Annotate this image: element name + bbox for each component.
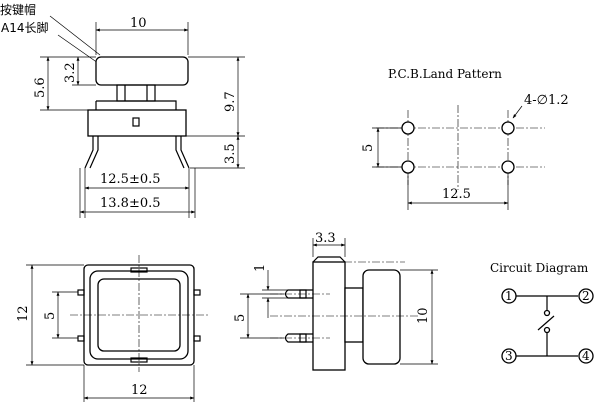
- cap-leader-line: [49, 15, 101, 56]
- pcb-hole-1: [401, 121, 415, 135]
- side2-dim-5-label: 5: [233, 314, 248, 322]
- dim-9-7-label: 9.7: [223, 91, 238, 112]
- pin-3-label: 3: [505, 349, 513, 363]
- pin-right-bottom: [193, 335, 201, 342]
- pcb-dim-12-5-label: 12.5: [442, 187, 471, 202]
- circuit-diagram: Circuit Diagram 1 2 3 4: [490, 261, 594, 364]
- side-view: 按键帽 A14长脚 10 5.6 3.2 9.7 3.5: [0, 2, 245, 218]
- button-cap: [95, 56, 189, 86]
- switch-arm: [537, 315, 555, 331]
- hole-spec-label: 4-∅1.2: [524, 93, 569, 108]
- pin-2-label: 2: [582, 289, 590, 303]
- top-view-centerlines: [70, 255, 210, 372]
- body-notch: [132, 117, 140, 127]
- top-view: 12 5 12: [16, 255, 210, 402]
- hole-spec-leader: [512, 105, 523, 119]
- side2-cap: [362, 269, 401, 365]
- side2-plunger: [344, 287, 364, 343]
- pin-4-label: 4: [582, 349, 590, 363]
- pin-1-circle: [501, 288, 517, 304]
- top-dim-12-v-label: 12: [16, 305, 31, 322]
- pin-right-top: [193, 289, 201, 296]
- top-dim-5-label: 5: [43, 312, 58, 320]
- pin-2-circle: [578, 288, 594, 304]
- pin-left-top: [77, 289, 85, 296]
- dim-3-2-label: 3.2: [63, 62, 78, 83]
- side2-dim-10-label: 10: [416, 307, 431, 324]
- side-view-2: 3.3 1 5 10: [233, 231, 438, 371]
- cap-note-label: 按键帽: [0, 2, 36, 17]
- dim-13-8-label: 13.8±0.5: [100, 196, 161, 211]
- pcb-land-pattern: P.C.B.Land Pattern 4-∅1.2 5 12.5: [361, 67, 569, 210]
- pin-4-circle: [578, 348, 594, 364]
- top-dim-12-h-label: 12: [131, 383, 148, 398]
- side2-dim-1-label: 1: [253, 264, 268, 272]
- left-leg: [84, 136, 99, 169]
- dim-5-6-label: 5.6: [33, 77, 48, 98]
- body-top-plate: [95, 100, 177, 110]
- dim-12-5-label: 12.5±0.5: [100, 172, 161, 187]
- switch-contact-top: [543, 309, 551, 317]
- pcb-hole-3: [401, 160, 415, 174]
- pin-1-label: 1: [505, 289, 513, 303]
- leg-note-label: A14长脚: [1, 20, 48, 35]
- pcb-hole-2: [501, 121, 515, 135]
- pcb-title: P.C.B.Land Pattern: [388, 67, 502, 81]
- pcb-hole-4: [501, 160, 515, 174]
- circuit-title: Circuit Diagram: [490, 261, 589, 275]
- stem: [116, 84, 156, 102]
- dim-10-label: 10: [130, 16, 147, 31]
- side2-dim-3-3-label: 3.3: [315, 231, 336, 246]
- pcb-centerlines: [376, 105, 545, 190]
- side2-body-top: [312, 256, 346, 263]
- pcb-dim-5-label: 5: [361, 144, 376, 152]
- stem-detail: [124, 85, 148, 101]
- switch-body: [87, 109, 187, 137]
- dim-3-5-label: 3.5: [223, 143, 238, 164]
- pin-left-bottom: [77, 335, 85, 342]
- switch-contact-bottom: [543, 326, 551, 334]
- right-leg: [175, 136, 190, 169]
- pin-3-circle: [501, 348, 517, 364]
